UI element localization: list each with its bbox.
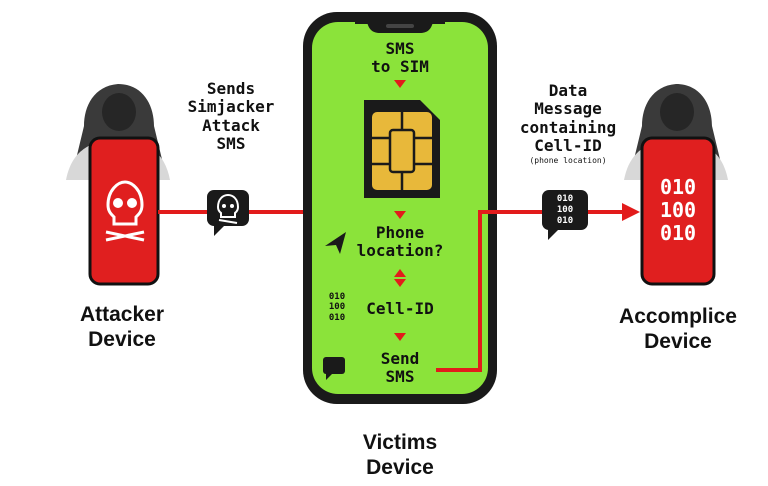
sim-card-icon: [364, 100, 440, 198]
accomplice-binary: 010 100 010: [659, 175, 697, 245]
accomplice-phone: [640, 136, 716, 286]
down-arrow-icon: [394, 211, 406, 219]
victim-phone: [303, 12, 497, 404]
step-phone-location: Phone location?: [356, 223, 444, 261]
skull-icon: [105, 180, 145, 242]
up-arrow-icon: [394, 269, 406, 277]
step-cell-id: Cell-ID: [366, 299, 434, 318]
victim-binary: 010 100 010: [328, 292, 346, 323]
attacker-caption: Attacker Device: [79, 303, 165, 352]
victim-caption: Victims Device: [362, 431, 438, 480]
attacker-phone: [88, 136, 160, 286]
sms-bubble-data: [542, 190, 588, 240]
sms-bubble-skull: [207, 190, 249, 236]
step-send-sms: Send SMS: [380, 349, 420, 387]
bubble-binary: 010 100 010: [556, 194, 574, 226]
location-pointer-icon: [325, 232, 346, 254]
step-sms-to-sim: SMS to SIM: [371, 39, 429, 77]
down-arrow-icon: [394, 80, 406, 88]
send-attack-label: Sends Simjacker Attack SMS: [187, 79, 275, 154]
accomplice-caption: Accomplice Device: [619, 305, 737, 354]
chat-bubble-icon: [323, 357, 345, 380]
down-arrow-icon: [394, 333, 406, 341]
data-message-label: Data Message containing Cell-ID (phone l…: [519, 81, 617, 165]
down-arrow-icon: [394, 279, 406, 287]
